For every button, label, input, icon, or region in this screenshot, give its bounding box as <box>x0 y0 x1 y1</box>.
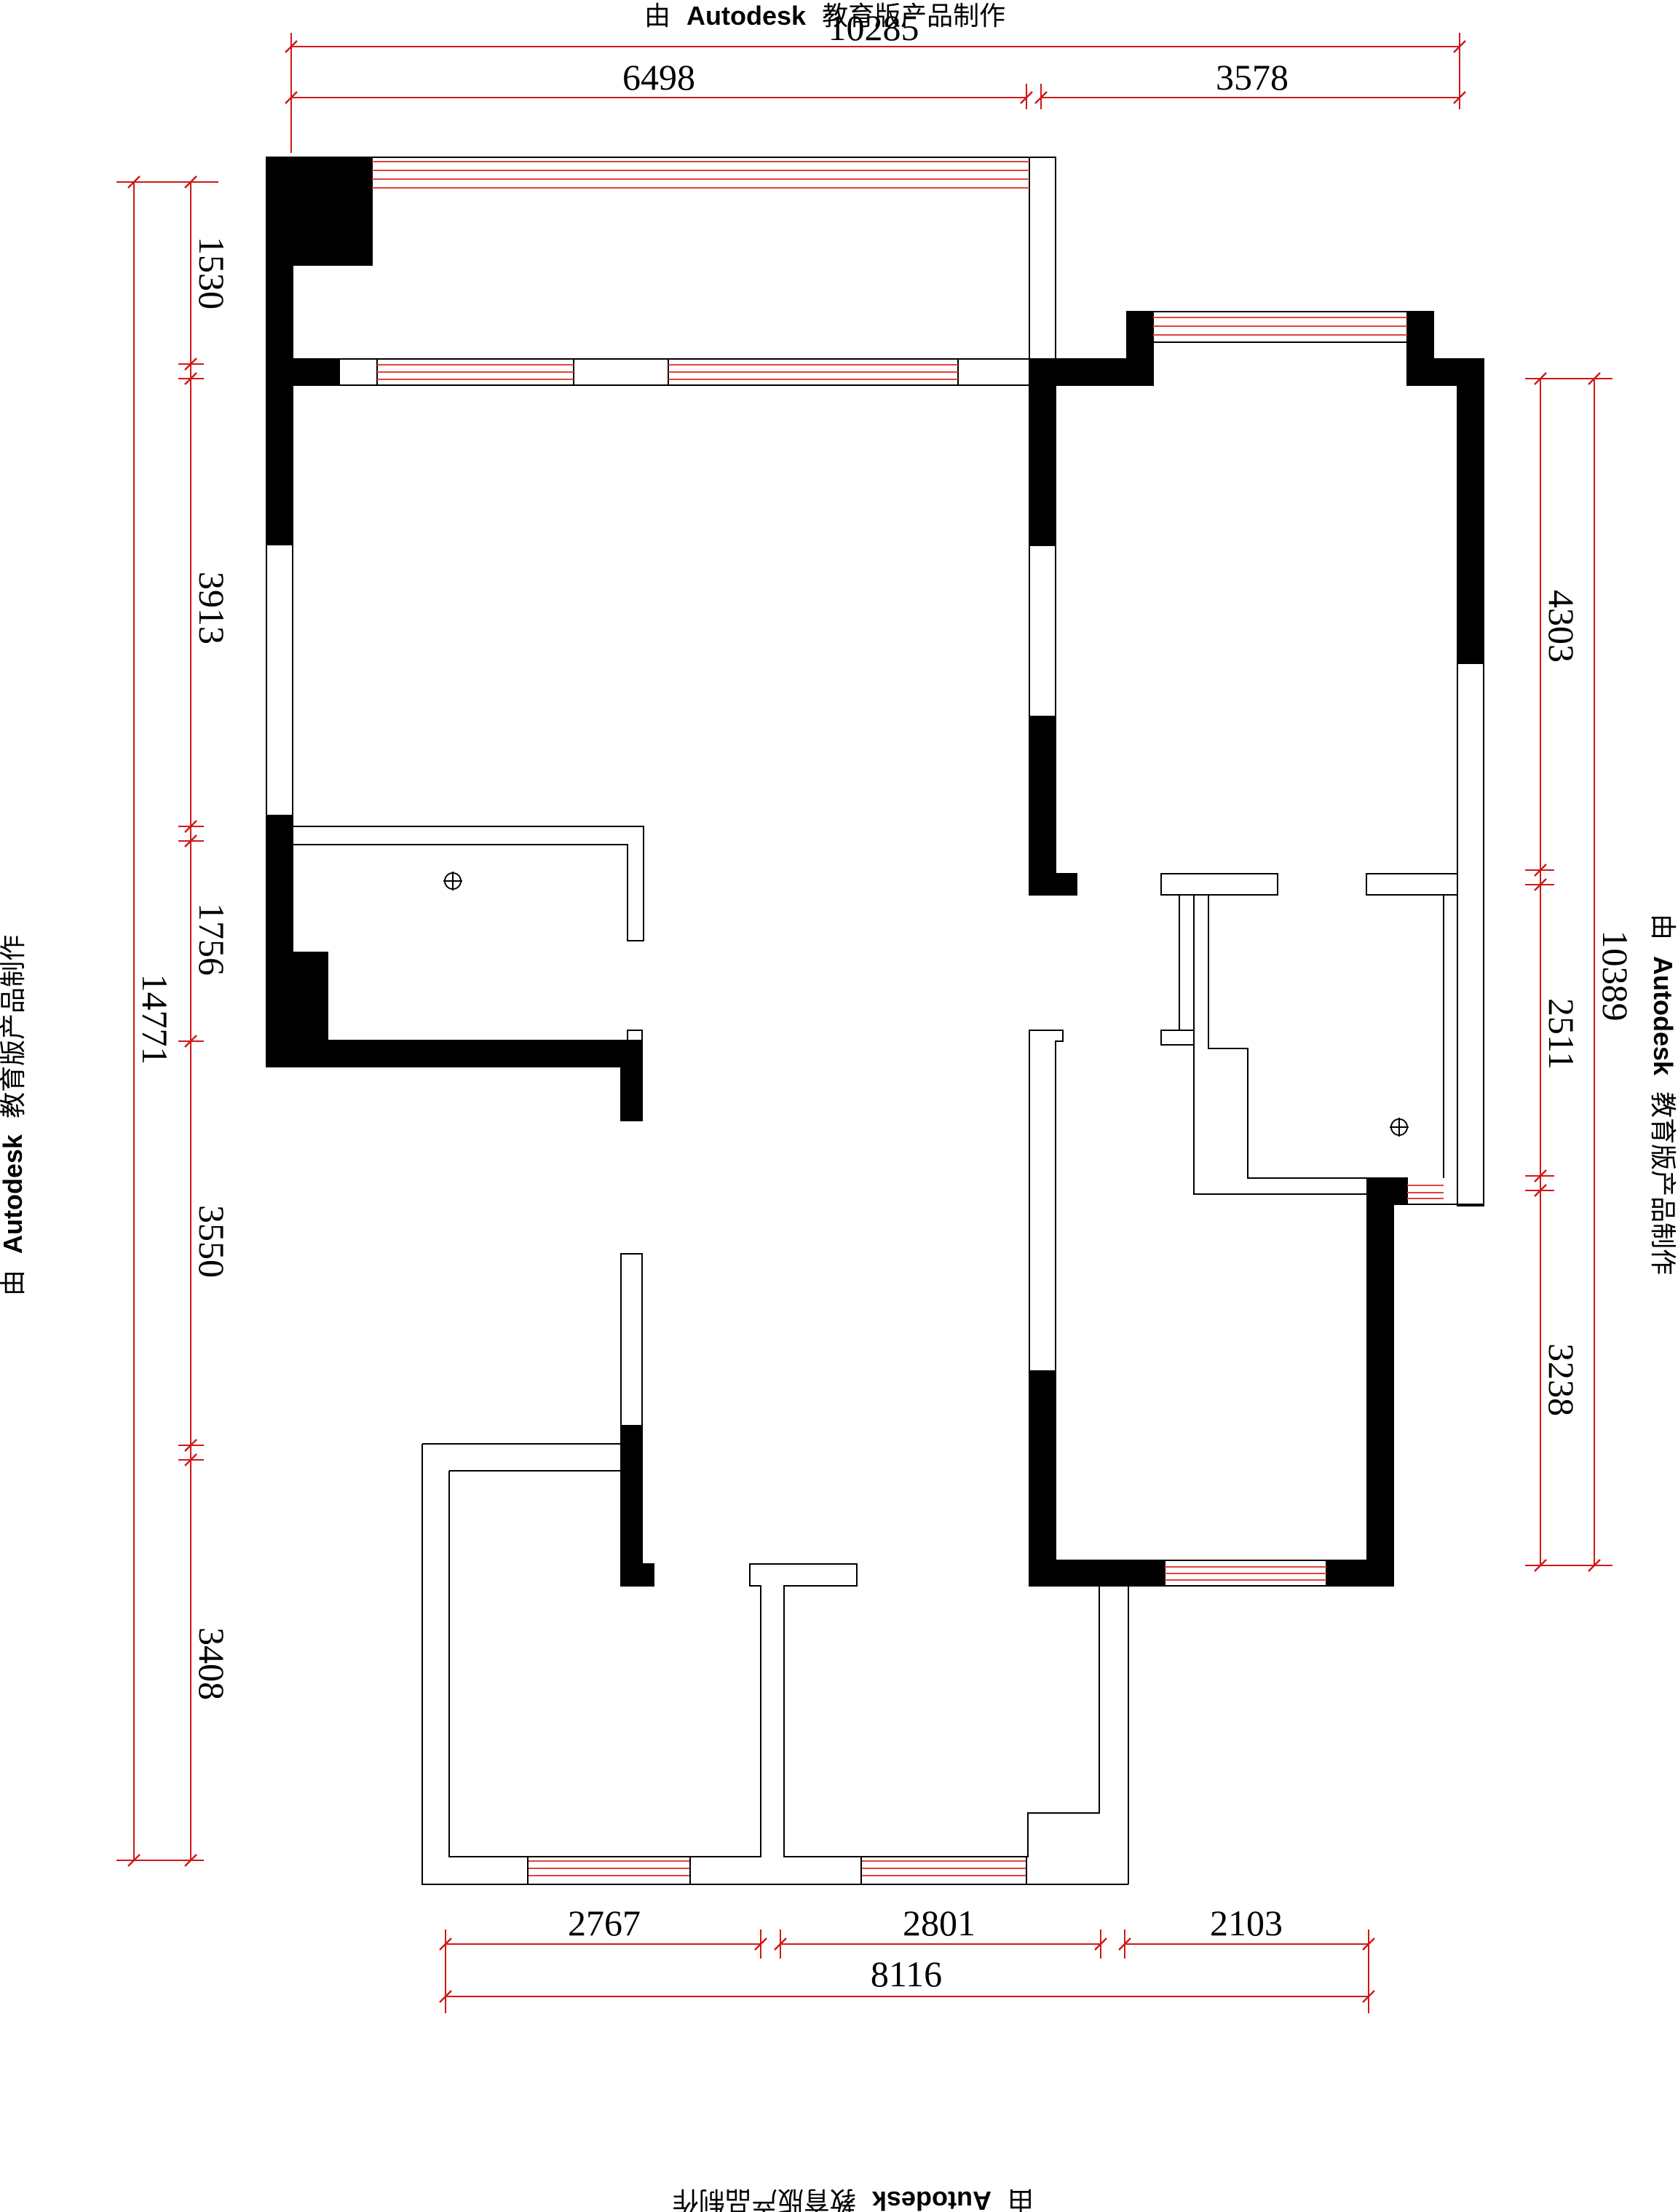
window-right-lower <box>1165 1560 1326 1587</box>
watermark-brand: Autodesk <box>1648 956 1678 1076</box>
svg-text:由 Autodesk 教育版产品制作: 由 Autodesk 教育版产品制作 <box>673 2186 1034 2212</box>
watermark-prefix: 由 <box>644 1 670 31</box>
watermark-suffix: 教育版产品制作 <box>0 935 28 1118</box>
watermark-prefix: 由 <box>0 1270 28 1296</box>
watermark-left: 由 Autodesk 教育版产品制作 <box>0 935 28 1296</box>
walls <box>266 157 1484 1587</box>
dim-left-2: 3913 <box>191 572 232 644</box>
watermark-suffix: 教育版产品制作 <box>822 1 1005 31</box>
dim-left-3: 1756 <box>191 903 232 976</box>
dim-left-4: 3550 <box>191 1205 232 1278</box>
watermark-right: 由 Autodesk 教育版产品制作 <box>1648 914 1678 1275</box>
floor-drain-icon <box>1390 1118 1409 1137</box>
dim-right-3: 3238 <box>1541 1343 1582 1416</box>
floor-drain-icon <box>443 872 462 890</box>
dim-bottom-3: 2103 <box>1210 1903 1283 1943</box>
dim-right-2: 2511 <box>1541 998 1582 1070</box>
dim-bottom-2: 2801 <box>903 1903 975 1943</box>
watermark-suffix: 教育版产品制作 <box>673 2186 856 2212</box>
window-right-bedroom <box>1153 311 1407 343</box>
dim-right-1: 4303 <box>1541 590 1582 663</box>
dimension-left: 14771 1530 3913 1756 3550 3408 <box>116 175 232 1867</box>
dim-top-left: 6498 <box>622 57 695 98</box>
watermark-brand: Autodesk <box>871 2186 992 2212</box>
dim-left-1: 1530 <box>191 237 232 309</box>
windows <box>339 161 1444 1884</box>
watermark-brand: Autodesk <box>0 1134 28 1254</box>
dimension-top: 10285 6498 3578 <box>285 7 1466 153</box>
dimension-bottom: 2767 2801 2103 8116 <box>439 1903 1375 2013</box>
svg-text:由 Autodesk 教育版产品制作: 由 Autodesk 教育版产品制作 <box>0 935 28 1296</box>
window-bathroom <box>1407 1185 1444 1199</box>
watermark-brand: Autodesk <box>686 1 807 31</box>
watermark-prefix: 由 <box>1008 2186 1034 2212</box>
dim-top-total: 10285 <box>828 7 919 48</box>
dim-top-right: 3578 <box>1216 57 1289 98</box>
watermark-suffix: 教育版产品制作 <box>1648 1091 1678 1275</box>
dim-bottom-total: 8116 <box>871 1954 942 1994</box>
watermark-bottom: 由 Autodesk 教育版产品制作 <box>673 2186 1034 2212</box>
dim-bottom-1: 2767 <box>568 1903 641 1943</box>
dim-left-5: 3408 <box>191 1627 232 1700</box>
watermark-top: 由 Autodesk 教育版产品制作 <box>644 1 1005 31</box>
window-top-balcony <box>372 161 1029 189</box>
dim-right-total: 10389 <box>1595 931 1636 1022</box>
svg-text:由 Autodesk 教育版产品制作: 由 Autodesk 教育版产品制作 <box>644 1 1005 31</box>
window-balcony-inner <box>339 358 1030 386</box>
watermark-prefix: 由 <box>1648 914 1678 940</box>
dimension-right: 4303 2511 3238 10389 <box>1525 372 1636 1572</box>
window-bottom-left <box>527 1857 691 1884</box>
partitions <box>266 157 1484 1885</box>
svg-text:由 Autodesk 教育版产品制作: 由 Autodesk 教育版产品制作 <box>1648 914 1678 1275</box>
dim-left-total: 14771 <box>135 974 175 1065</box>
window-bottom-middle <box>860 1857 1027 1884</box>
